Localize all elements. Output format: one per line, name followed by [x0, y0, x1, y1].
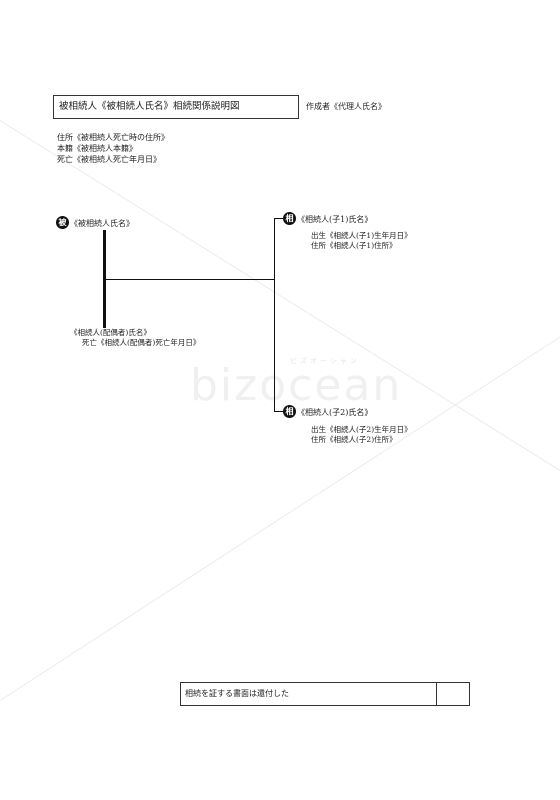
child1-connector-line [274, 218, 283, 219]
child1-birth-date: 出生《相続人(子1)生年月日》 [311, 231, 412, 240]
child2-connector-line [274, 411, 283, 412]
return-certificate-text: 相続を証する書面は還付した [181, 683, 437, 705]
decedent-death-date: 死亡《被相続人死亡年月日》 [57, 155, 161, 164]
child2-info: 出生《相続人(子2)生年月日》 住所《相続人(子2)住所》 [311, 425, 412, 445]
spouse-name: 《相続人(配偶者)氏名》 [70, 328, 151, 337]
spouse-info: 《相続人(配偶者)氏名》 死亡《相続人(配偶者)死亡年月日》 [70, 328, 200, 348]
decedent-name: 《被相続人氏名》 [70, 219, 134, 228]
return-certificate-box: 相続を証する書面は還付した [180, 682, 470, 706]
child2-birth-date: 出生《相続人(子2)生年月日》 [311, 425, 412, 434]
document-title: 被相続人《被相続人氏名》相続関係説明図 [53, 95, 299, 119]
decedent-domicile: 本籍《被相続人本籍》 [57, 144, 137, 153]
child1-info: 出生《相続人(子1)生年月日》 住所《相続人(子1)住所》 [311, 231, 412, 251]
child2-seal-icon: 相 [283, 405, 296, 418]
creator-label: 作成者《代理人氏名》 [306, 102, 386, 111]
watermark-line [0, 120, 560, 503]
return-stamp-cell[interactable] [437, 683, 469, 705]
child1-address: 住所《相続人(子1)住所》 [311, 241, 397, 250]
spouse-death-date: 死亡《相続人(配偶者)死亡年月日》 [82, 338, 201, 347]
marriage-line [106, 279, 275, 280]
decedent-seal-icon: 被 [56, 216, 69, 229]
watermark-subtext: ビズオーシャン [290, 357, 360, 365]
spouse-connector-line [103, 230, 106, 328]
decedent-info: 住所《被相続人死亡時の住所》 本籍《被相続人本籍》 死亡《被相続人死亡年月日》 [57, 132, 169, 165]
child2-name: 《相続人(子2)氏名》 [297, 408, 373, 417]
watermark-text: bizocean [190, 360, 403, 411]
decedent-address: 住所《被相続人死亡時の住所》 [57, 133, 169, 142]
child2-address: 住所《相続人(子2)住所》 [311, 435, 397, 444]
children-branch-line [274, 218, 275, 412]
child1-seal-icon: 相 [283, 212, 296, 225]
child1-name: 《相続人(子1)氏名》 [297, 215, 373, 224]
